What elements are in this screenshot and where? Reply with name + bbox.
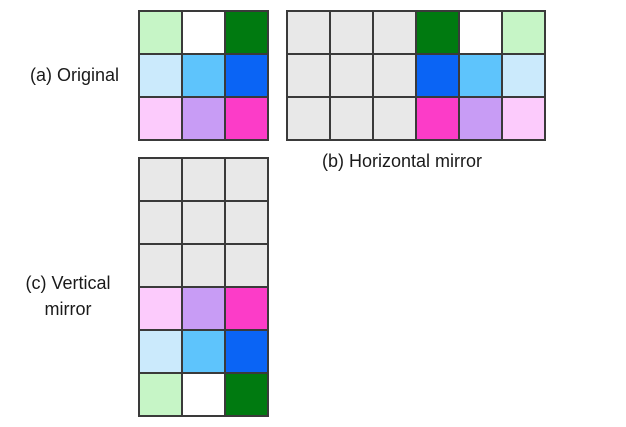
grid-cell-white: [182, 373, 225, 416]
grid-cell-gray: [139, 244, 182, 287]
grid-cell-gray: [225, 158, 268, 201]
grid-cell-blue: [225, 330, 268, 373]
grid-cell-gray: [373, 54, 416, 97]
grid-cell-gray: [225, 201, 268, 244]
grid-cell-gray: [330, 97, 373, 140]
grid-cell-blue: [225, 54, 268, 97]
grid-cell-light-pink: [139, 97, 182, 140]
grid-cell-gray: [373, 97, 416, 140]
grid-cell-gray: [330, 11, 373, 54]
vertical-mirror-label: (c) Vertical mirror: [25, 273, 111, 319]
grid-cell-dark-green: [416, 11, 459, 54]
vertical-mirror-grid: [138, 157, 269, 417]
grid-cell-white: [459, 11, 502, 54]
grid-cell-light-blue: [502, 54, 545, 97]
grid-cell-gray: [182, 201, 225, 244]
grid-cell-gray: [330, 54, 373, 97]
horizontal-mirror-label: (b) Horizontal mirror: [322, 151, 483, 171]
grid-cell-light-pink: [502, 97, 545, 140]
horizontal-mirror-grid: [286, 10, 546, 141]
grid-cell-dark-green: [225, 11, 268, 54]
grid-cell-sky-blue: [182, 54, 225, 97]
grid-cell-gray: [225, 244, 268, 287]
grid-cell-light-green: [139, 373, 182, 416]
grid-cell-gray: [182, 244, 225, 287]
grid-cell-gray: [182, 158, 225, 201]
grid-cell-gray: [287, 97, 330, 140]
grid-cell-magenta: [225, 287, 268, 330]
grid-cell-gray: [287, 54, 330, 97]
grid-cell-dark-green: [225, 373, 268, 416]
grid-cell-gray: [373, 11, 416, 54]
grid-cell-blue: [416, 54, 459, 97]
grid-cell-light-blue: [139, 330, 182, 373]
grid-cell-sky-blue: [459, 54, 502, 97]
grid-cell-sky-blue: [182, 330, 225, 373]
grid-cell-light-blue: [139, 54, 182, 97]
original-label: (a) Original: [30, 65, 120, 85]
grid-cell-lavender: [459, 97, 502, 140]
grid-cell-magenta: [416, 97, 459, 140]
grid-cell-magenta: [225, 97, 268, 140]
grid-cell-light-green: [139, 11, 182, 54]
original-grid: [138, 10, 269, 141]
grid-cell-gray: [139, 158, 182, 201]
grid-cell-white: [182, 11, 225, 54]
grid-cell-gray: [287, 11, 330, 54]
grid-cell-lavender: [182, 287, 225, 330]
grid-cell-light-pink: [139, 287, 182, 330]
grid-cell-gray: [139, 201, 182, 244]
grid-cell-lavender: [182, 97, 225, 140]
grid-cell-light-green: [502, 11, 545, 54]
